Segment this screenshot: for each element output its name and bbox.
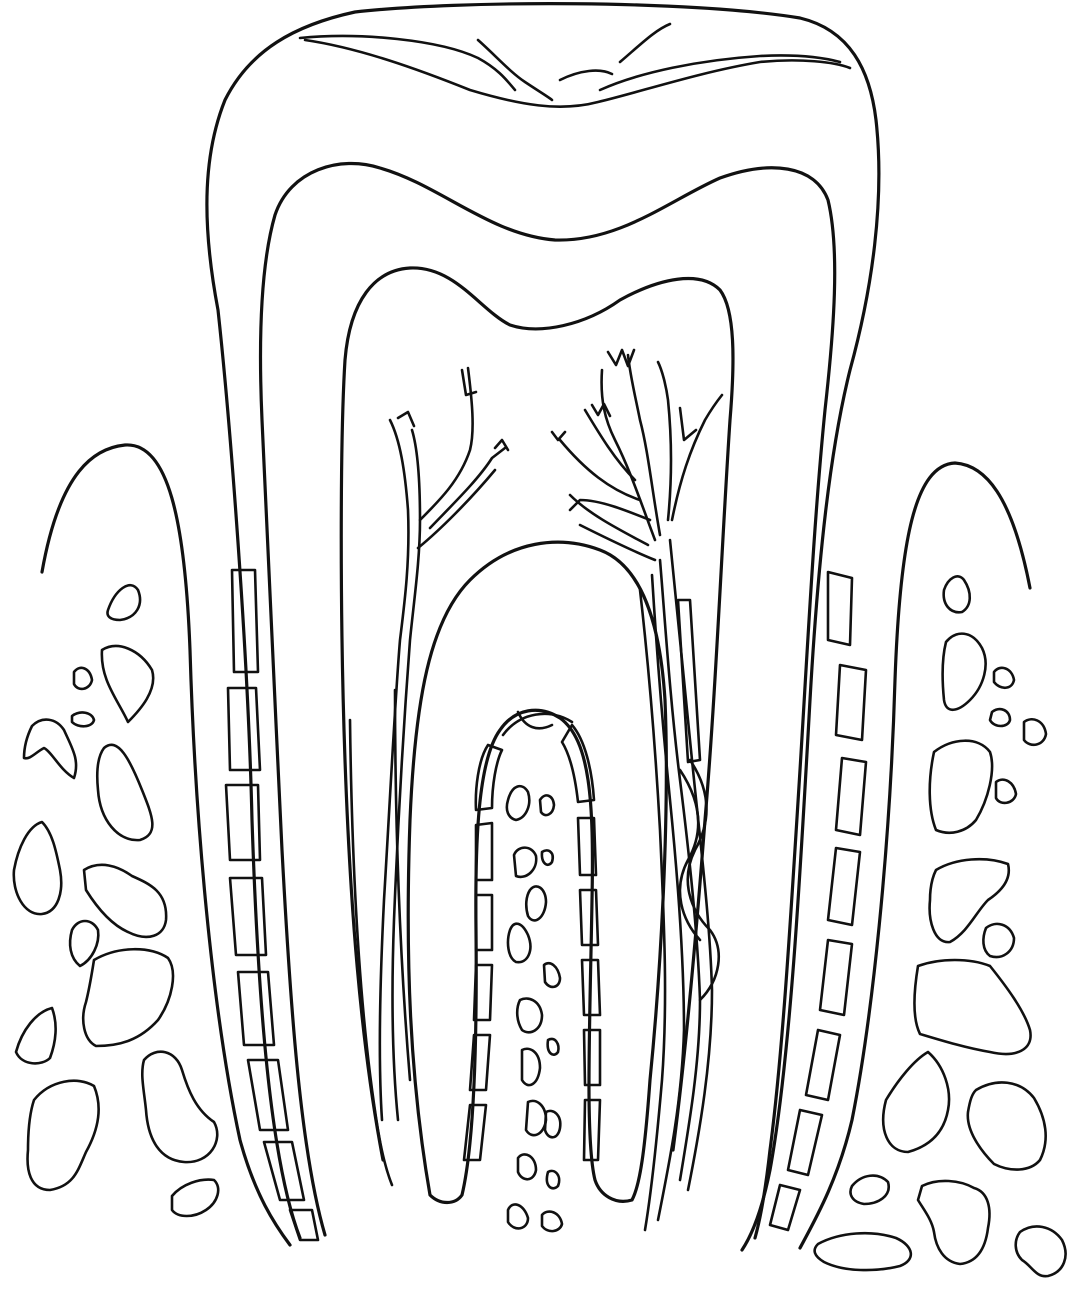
- nerve-left-twig-6: [495, 440, 508, 450]
- interradicular-bone-fragments: [507, 786, 562, 1231]
- nerve-right-nerve-ending-2: [592, 404, 610, 416]
- nerve-right-crown-branch-8: [570, 500, 650, 520]
- interradicular-left-cells: [464, 745, 502, 1160]
- nerve-right-nerve-ending-1: [608, 350, 634, 366]
- dentin-outline: [261, 163, 835, 1238]
- crown-fissure-center: [560, 71, 612, 80]
- nerve-right-crown-branch-5: [570, 495, 648, 545]
- nerve-right-crown-branch-3: [658, 362, 671, 520]
- interradicular-right-cells: [562, 725, 600, 1160]
- crown-cusp-groove-2: [620, 24, 670, 62]
- furcation-dentin-outline: [408, 542, 666, 1202]
- nerve-left-twig-1: [398, 412, 414, 426]
- right-periodontal-ligament-cells: [770, 572, 866, 1230]
- nerve-right-crown-branch-10: [680, 408, 696, 440]
- right-alveolar-bone-fragments: [815, 576, 1066, 1276]
- left-alveolar-bone-fragments: [14, 585, 218, 1216]
- nerve-right-nerve-ending-3: [552, 432, 565, 440]
